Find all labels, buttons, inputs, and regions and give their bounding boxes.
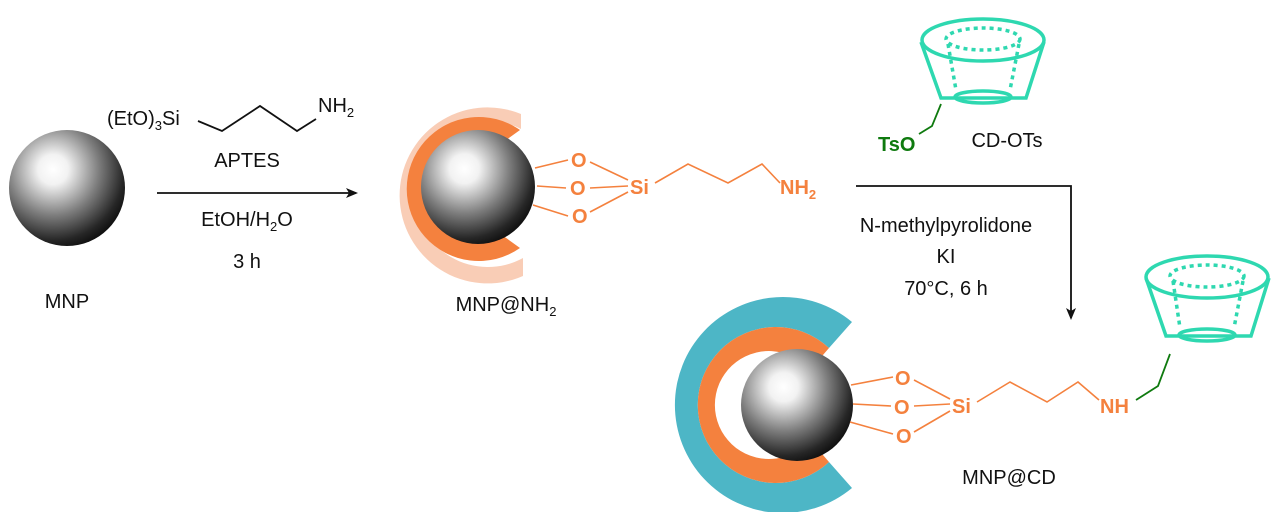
bond-core-o3 bbox=[532, 204, 569, 217]
mnp-sphere bbox=[9, 130, 125, 246]
amine-nh: NH bbox=[1100, 396, 1129, 418]
bond-o3b-si bbox=[913, 410, 951, 433]
conditions1-time: 3 h bbox=[233, 251, 261, 273]
orange-shell-2 bbox=[697, 326, 829, 483]
bond-o1b-si bbox=[913, 379, 951, 400]
tso-linker bbox=[918, 103, 942, 135]
oxygen-2: O bbox=[570, 178, 586, 200]
cyclodextrin-ots bbox=[919, 17, 1046, 105]
oxygen-1: O bbox=[571, 150, 587, 172]
mnp-nh2-sphere bbox=[421, 130, 535, 244]
oxygen-3: O bbox=[572, 206, 588, 228]
bond-o3-si bbox=[589, 191, 629, 213]
nh-cd-linker bbox=[1135, 353, 1171, 401]
aptes-name: APTES bbox=[214, 150, 280, 172]
conditions2-temp-time: 70°C, 6 h bbox=[904, 278, 988, 300]
silicon-b: Si bbox=[952, 396, 971, 418]
bond-core-o3-b bbox=[849, 421, 894, 435]
conditions2-solvent: N-methylpyrolidone bbox=[860, 215, 1032, 237]
aptes-formula: (EtO)3Si bbox=[107, 108, 180, 133]
bond-o2-si bbox=[589, 185, 629, 189]
mnp-cd-label: MNP@CD bbox=[962, 467, 1056, 489]
conditions2-salt: KI bbox=[937, 246, 956, 268]
propyl-chain-b bbox=[976, 381, 1100, 403]
teal-shell bbox=[674, 297, 852, 513]
aptes-chain bbox=[197, 104, 317, 133]
bond-o1-si bbox=[589, 161, 629, 181]
mnp-label: MNP bbox=[45, 291, 89, 313]
bond-core-o1-b bbox=[850, 376, 894, 386]
amine-nh2: NH2 bbox=[780, 177, 816, 202]
mnp-cd-sphere bbox=[741, 349, 853, 461]
silicon: Si bbox=[630, 177, 649, 199]
bond-core-o1 bbox=[534, 159, 569, 169]
aptes-amine: NH2 bbox=[318, 95, 354, 120]
cyclodextrin-attached bbox=[1144, 254, 1271, 343]
oxygen-2b: O bbox=[894, 397, 910, 419]
oxygen-3b: O bbox=[896, 426, 912, 448]
propyl-chain bbox=[654, 162, 781, 184]
mnp-nh2-label: MNP@NH2 bbox=[456, 294, 557, 319]
reaction-arrow-2 bbox=[856, 185, 1076, 320]
cd-ots-label: CD-OTs bbox=[971, 130, 1042, 152]
bond-o2b-si bbox=[913, 403, 951, 407]
tso-label: TsO bbox=[878, 134, 915, 156]
bond-core-o2 bbox=[536, 185, 567, 189]
conditions1-solvent: EtOH/H2O bbox=[201, 209, 293, 234]
bond-core-o2-b bbox=[852, 403, 892, 407]
oxygen-1b: O bbox=[895, 368, 911, 390]
